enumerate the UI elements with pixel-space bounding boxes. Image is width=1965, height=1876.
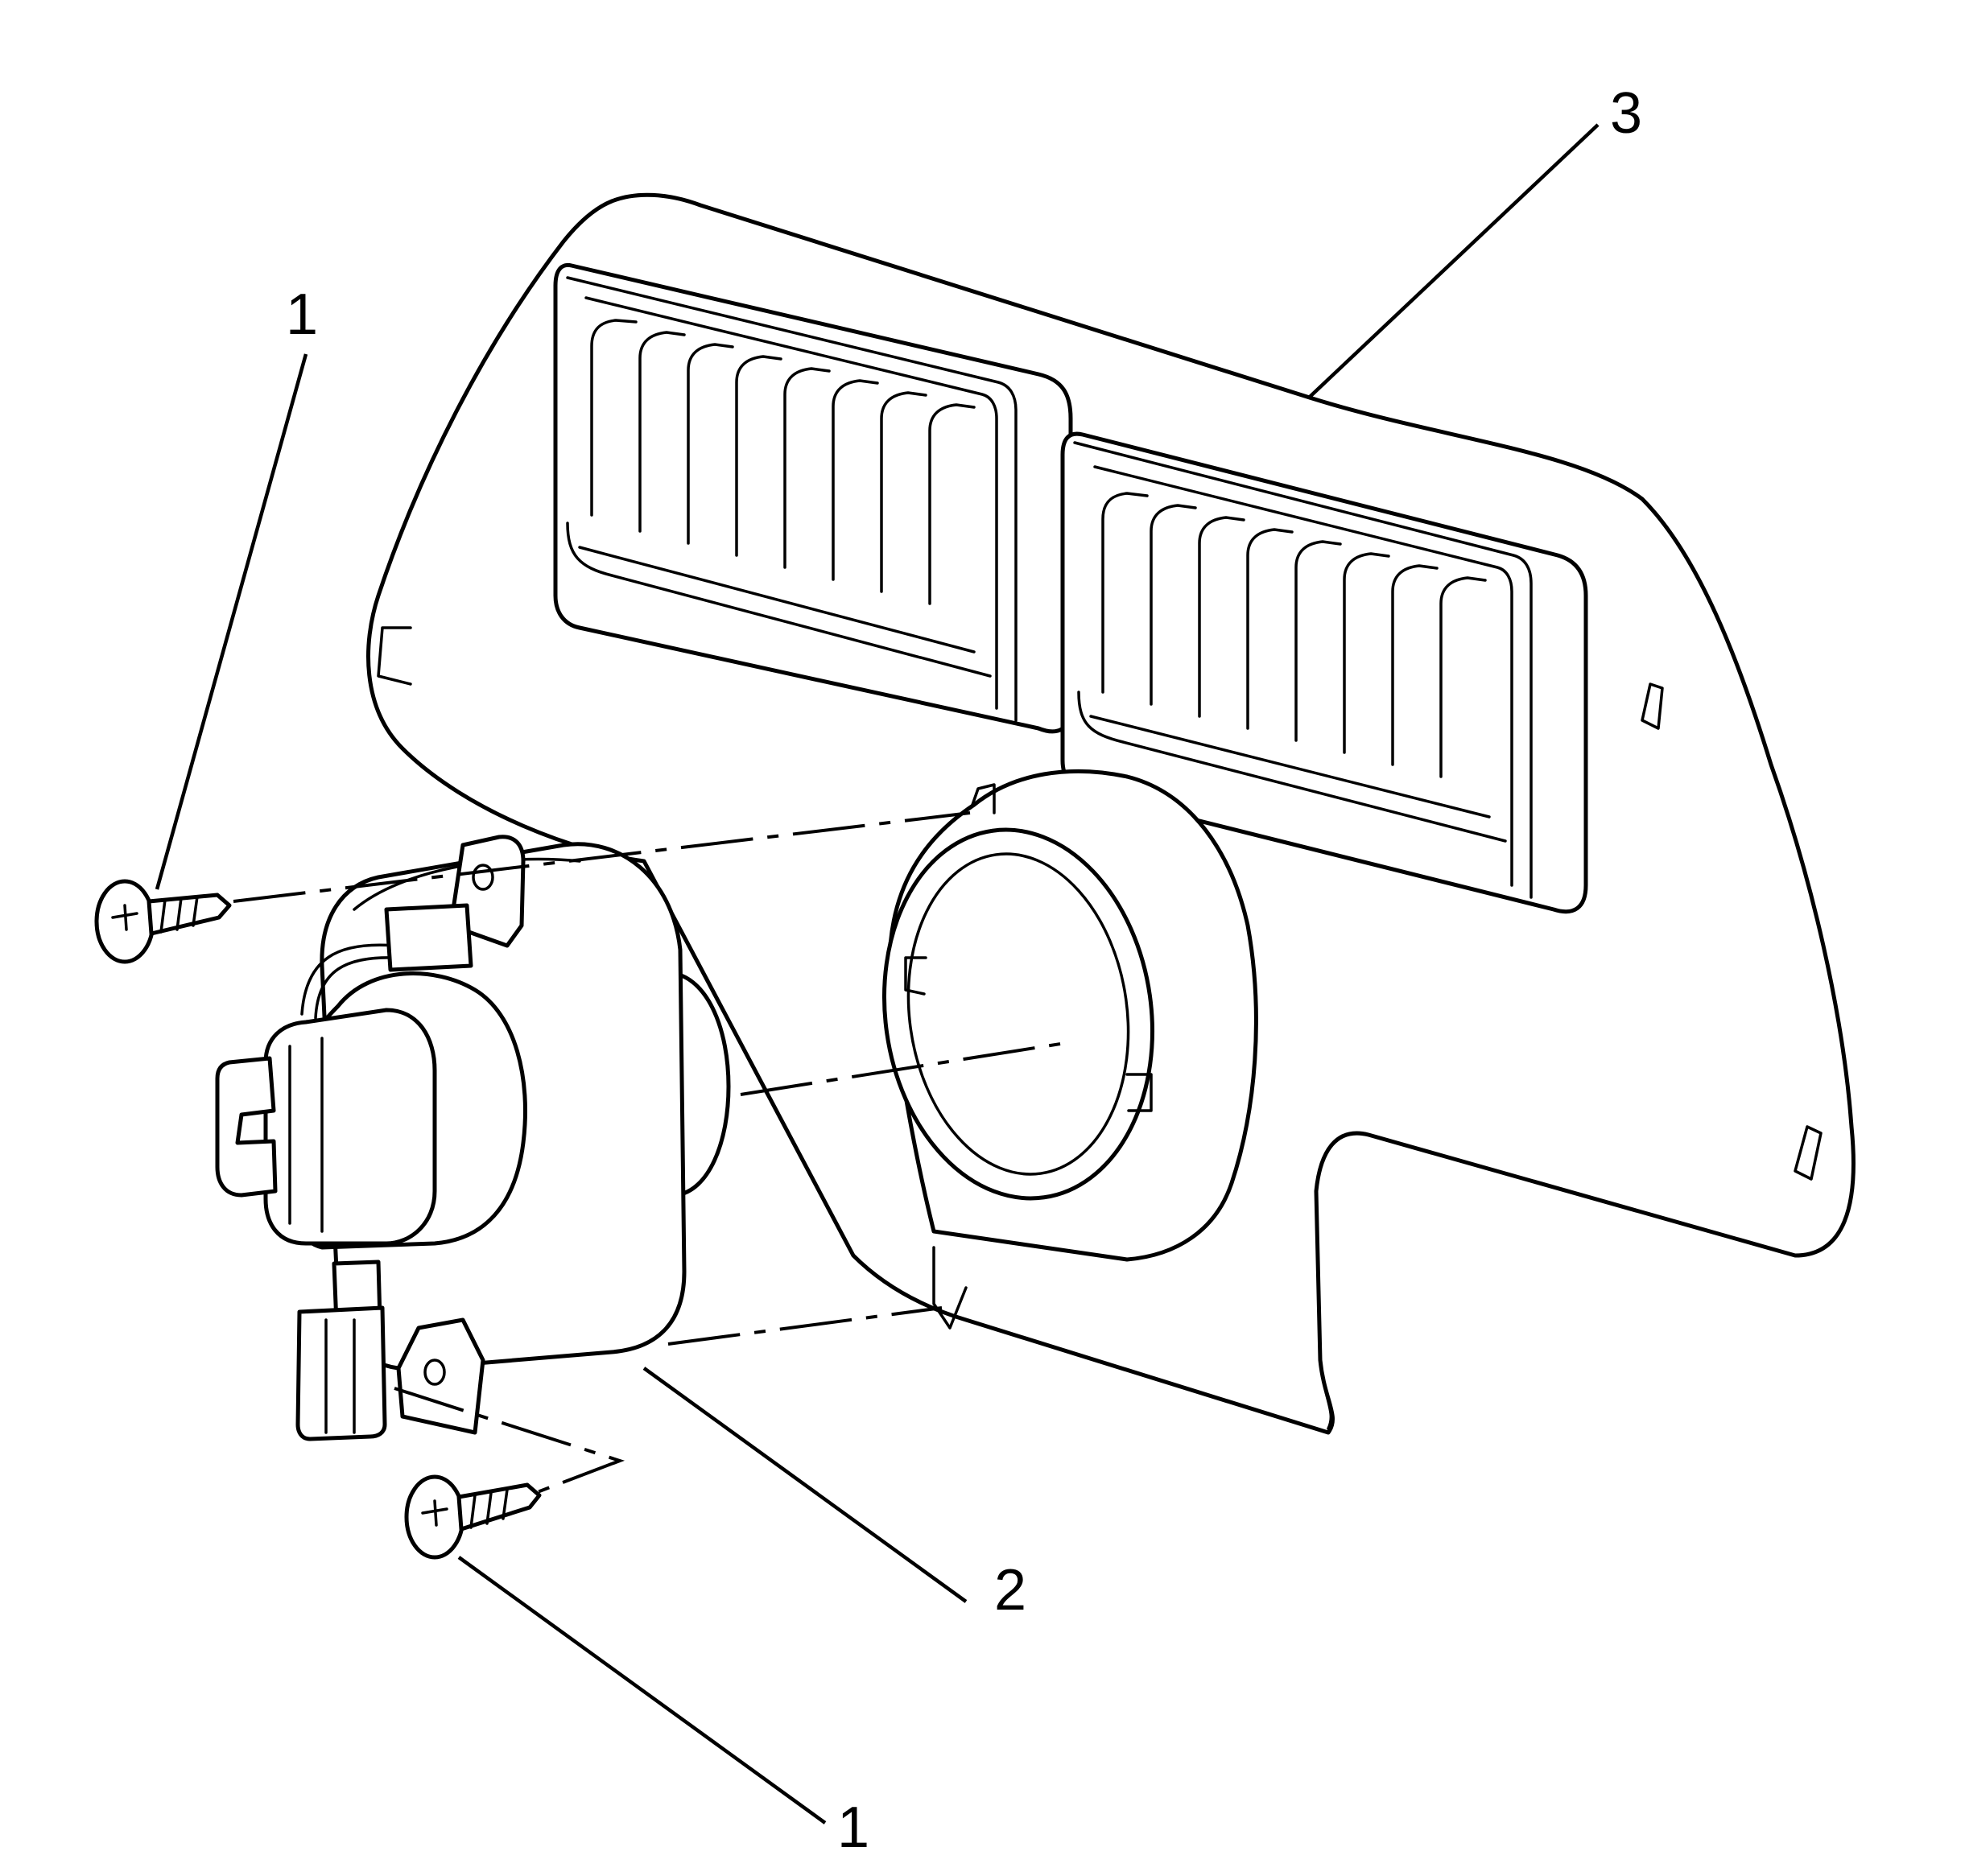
fog-lamp-assembly — [215, 835, 731, 1441]
lamp-mounting-ring — [881, 769, 1258, 1330]
lower-screw — [404, 1474, 542, 1560]
leader-line-2 — [642, 1367, 968, 1603]
leader-line-3 — [1307, 123, 1600, 400]
callout-1-upper: 1 — [286, 282, 318, 347]
upper-screw — [94, 879, 232, 964]
callout-2: 2 — [994, 1558, 1026, 1622]
callout-3: 3 — [1610, 81, 1642, 146]
left-air-vent — [553, 262, 1073, 734]
alignment-lines — [233, 811, 1071, 1495]
leader-lines — [155, 123, 1600, 1824]
right-air-vent — [1060, 431, 1588, 914]
leader-line-1-upper — [155, 353, 308, 890]
callout-1-lower: 1 — [837, 1796, 869, 1860]
leader-line-1-lower — [457, 1556, 827, 1824]
